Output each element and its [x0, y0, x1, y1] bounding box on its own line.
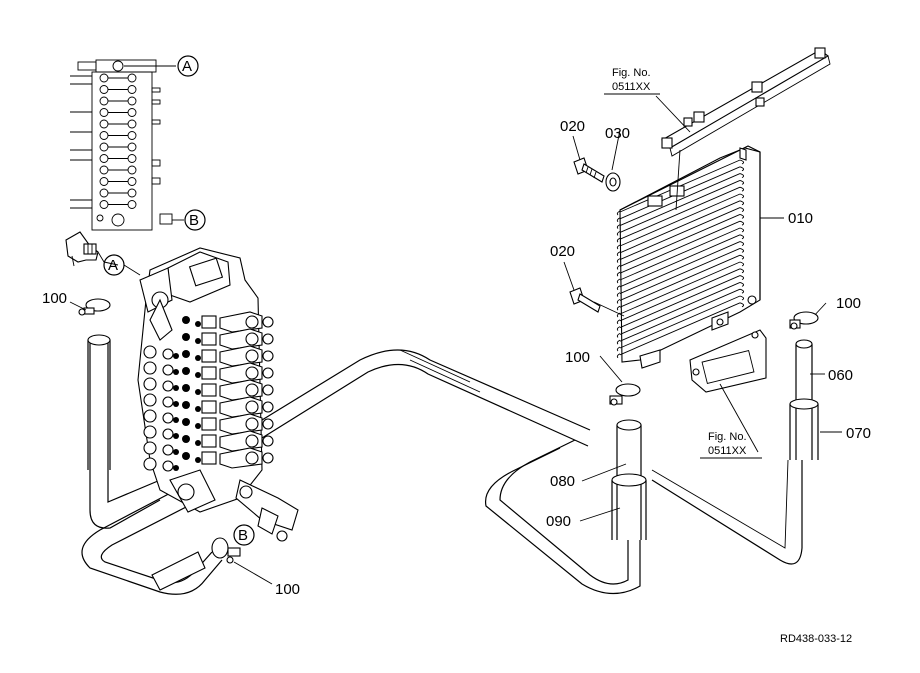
figref-bottom-line1: Fig. No. — [708, 431, 747, 443]
label-030: 030 — [605, 125, 630, 142]
hose-clamp-right — [789, 311, 819, 330]
label-020-top: 020 — [560, 118, 585, 135]
hose-clamp-left — [69, 298, 111, 316]
label-020-mid: 020 — [550, 243, 575, 260]
bolt-020-mid — [569, 287, 601, 313]
callout-a-top-label: A — [182, 58, 192, 75]
label-080: 080 — [550, 473, 575, 490]
drawing-id: RD438-033-12 — [780, 633, 852, 645]
figref-top: Fig. No. 0511XX — [604, 67, 660, 95]
callout-b-top-label: B — [189, 212, 199, 229]
callout-a-left-label: A — [108, 257, 118, 274]
callout-b-top: B — [172, 209, 206, 231]
hose-060-070 — [789, 339, 819, 460]
leader-lines — [563, 95, 842, 522]
hose-clamp-center — [609, 383, 641, 406]
valve-schematic — [70, 59, 176, 231]
label-100-bottom: 100 — [275, 581, 300, 598]
callout-b-bottom-label: B — [238, 527, 248, 544]
label-070: 070 — [846, 425, 871, 442]
label-100-right: 100 — [836, 295, 861, 312]
callout-a-left: A — [103, 254, 141, 276]
control-valve-assembly — [137, 247, 299, 542]
callout-a-top: A — [177, 55, 199, 77]
label-060: 060 — [828, 367, 853, 384]
cooler-bottom-bracket — [689, 329, 767, 393]
hose-left-tube — [87, 334, 111, 470]
figref-top-line1: Fig. No. — [612, 67, 651, 79]
label-010: 010 — [788, 210, 813, 227]
label-090: 090 — [546, 513, 571, 530]
oil-cooler — [616, 145, 761, 369]
label-100-left: 100 — [42, 290, 67, 307]
figref-bottom-line2: 0511XX — [708, 445, 747, 457]
bolt-020-top — [573, 157, 605, 183]
washer-030 — [605, 172, 621, 192]
elbow-fitting — [65, 231, 105, 267]
hose-clamp-bottom: B — [211, 524, 273, 585]
figref-bottom: Fig. No. 0511XX — [700, 431, 762, 459]
label-100-center: 100 — [565, 349, 590, 366]
hose-bottom-left-end — [151, 551, 206, 591]
cooler-top-bracket — [661, 47, 831, 157]
figref-top-line2: 0511XX — [612, 81, 651, 93]
hose-080-090 — [611, 419, 647, 540]
